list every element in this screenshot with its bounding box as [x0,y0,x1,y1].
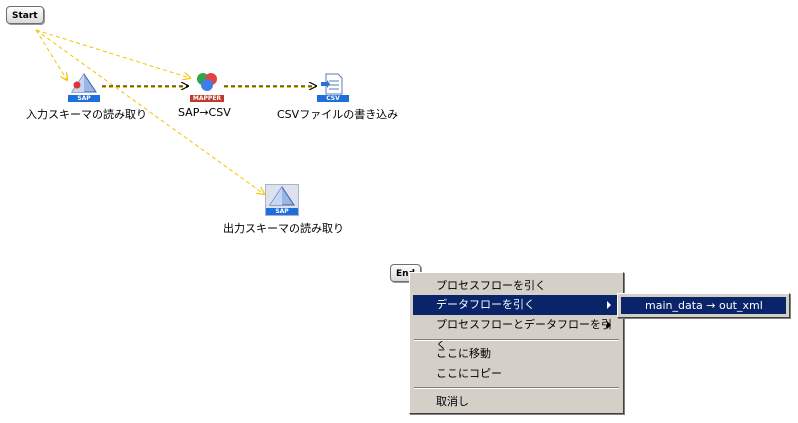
process-flow-start-to-output[interactable] [35,29,264,194]
csv-file-icon [321,73,343,95]
node-tag: SAP [266,208,298,215]
sap-icon [71,73,97,93]
data-flow-submenu: main_data → out_xml [617,293,790,318]
submenu-item-main-data-to-out-xml[interactable]: main_data → out_xml [621,297,786,314]
submenu-arrow-icon [607,321,611,329]
menu-separator [414,339,619,341]
submenu-arrow-icon [607,301,611,309]
menu-item-label: プロセスフローとデータフローを引く [436,318,612,351]
node-tag: MAPPER [190,95,224,102]
menu-item-move-here[interactable]: ここに移動 [413,344,620,364]
node-csv-writer[interactable]: CSV [317,72,349,102]
menu-item-label: ここに移動 [436,347,491,360]
menu-item-draw-data-flow[interactable]: データフローを引く [413,295,620,315]
node-label: CSVファイルの書き込み [277,108,399,121]
process-flow-start-to-mapper[interactable] [35,29,190,78]
node-label: 入力スキーマの読み取り [26,108,147,121]
menu-separator [414,387,619,389]
menu-item-cancel[interactable]: 取消し [413,392,620,412]
sap-icon [269,186,295,206]
mapper-icon [197,73,217,91]
node-mapper[interactable]: MAPPER [190,70,224,102]
menu-item-label: プロセスフローを引く [436,279,546,292]
node-output-schema[interactable]: SAP [265,184,299,216]
node-input-schema[interactable]: SAP [68,72,100,102]
node-tag: CSV [317,95,349,102]
context-menu: プロセスフローを引く データフローを引く プロセスフローとデータフローを引く こ… [409,272,624,414]
process-flow-start-to-input[interactable] [35,29,67,80]
menu-item-label: ここにコピー [436,367,502,380]
node-label: 出力スキーマの読み取り [223,222,344,235]
menu-item-copy-here[interactable]: ここにコピー [413,364,620,384]
start-node[interactable]: Start [6,6,44,24]
node-tag: SAP [68,95,100,102]
menu-item-draw-both-flows[interactable]: プロセスフローとデータフローを引く [413,315,620,351]
menu-item-label: 取消し [436,395,469,408]
node-label: SAP→CSV [178,106,231,119]
menu-item-label: データフローを引く [436,298,535,311]
menu-item-draw-process-flow[interactable]: プロセスフローを引く [413,276,620,296]
